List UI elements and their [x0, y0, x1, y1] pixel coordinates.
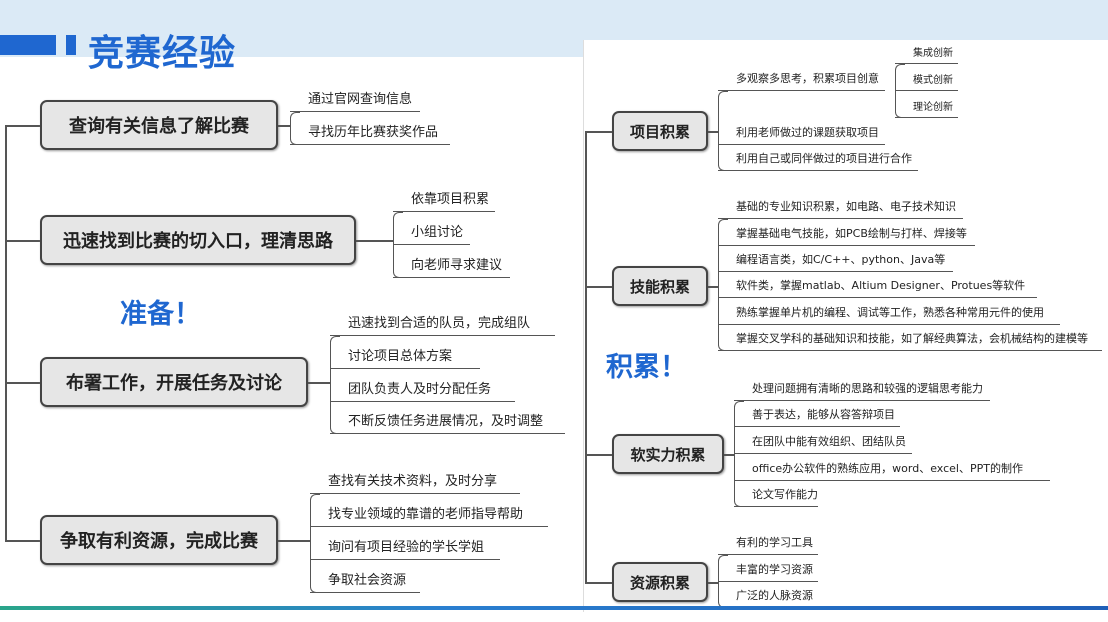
connector-line — [5, 540, 40, 542]
branch-label: 处理问题拥有清晰的思路和较强的逻辑思考能力 — [752, 382, 983, 395]
branch-item: 论文写作能力 — [734, 485, 818, 507]
connector-line — [308, 382, 330, 384]
branch-label: 团队负责人及时分配任务 — [348, 382, 492, 397]
branch-label: 不断反馈任务进展情况，及时调整 — [348, 414, 544, 429]
branch-label: office办公软件的熟练应用，word、excel、PPT的制作 — [752, 462, 1023, 475]
branch-label: 利用自己或同伴做过的项目进行合作 — [736, 152, 912, 165]
connector-line — [5, 125, 40, 127]
branch-item: 集成创新 — [895, 42, 958, 64]
branch-label: 争取社会资源 — [328, 573, 407, 588]
branch-item: 通过官网查询信息 — [290, 90, 420, 112]
connector-line — [585, 131, 612, 133]
branch-label: 找专业领域的靠谱的老师指导帮助 — [328, 507, 524, 522]
title-accent-bar-small — [66, 35, 76, 55]
branch-label: 集成创新 — [913, 48, 953, 59]
branch-label: 讨论项目总体方案 — [348, 349, 453, 364]
branch-item: 广泛的人脉资源 — [718, 586, 818, 608]
branch-label: 熟练掌握单片机的编程、调试等工作，熟悉各种常用元件的使用 — [736, 306, 1044, 319]
branch-item: 询问有项目经验的学长学姐 — [310, 538, 500, 560]
branch-label: 丰富的学习资源 — [736, 563, 813, 576]
topic-node: 资源积累 — [612, 562, 708, 602]
branch-item: 争取社会资源 — [310, 571, 420, 593]
branch-item: 不断反馈任务进展情况，及时调整 — [330, 412, 565, 434]
topic-node: 迅速找到比赛的切入口，理清思路 — [40, 215, 356, 265]
topic-node: 争取有利资源，完成比赛 — [40, 515, 278, 565]
branch-label: 编程语言类，如C/C++、python、Java等 — [736, 253, 946, 266]
left-section-label: 准备！ — [120, 299, 201, 330]
branch-item: 查找有关技术资料，及时分享 — [310, 472, 520, 494]
connector-line — [356, 240, 393, 242]
branch-label: 寻找历年比赛获奖作品 — [308, 125, 439, 140]
branch-item: 基础的专业知识积累，如电路、电子技术知识 — [718, 197, 963, 219]
branch-label: 在团队中能有效组织、团结队员 — [752, 435, 906, 448]
branch-label: 理论创新 — [913, 102, 953, 113]
branch-label: 模式创新 — [913, 75, 953, 86]
branch-label: 软件类，掌握matlab、Altium Designer、Protues等软件 — [736, 279, 1026, 292]
branch-label: 多观察多思考，积累项目创意 — [736, 72, 879, 85]
branch-item: 找专业领域的靠谱的老师指导帮助 — [310, 505, 548, 527]
branch-item: 丰富的学习资源 — [718, 560, 818, 582]
topic-node: 项目积累 — [612, 111, 708, 151]
branch-label: 依靠项目积累 — [411, 192, 490, 207]
branch-item: 向老师寻求建议 — [393, 256, 510, 278]
branch-item: 小组讨论 — [393, 223, 470, 245]
branch-label: 询问有项目经验的学长学姐 — [328, 540, 485, 555]
connector-line — [278, 540, 310, 542]
bottom-stripe — [0, 606, 1108, 610]
branch-label: 基础的专业知识积累，如电路、电子技术知识 — [736, 200, 956, 213]
branch-item: 熟练掌握单片机的编程、调试等工作，熟悉各种常用元件的使用 — [718, 303, 1060, 325]
branch-label: 通过官网查询信息 — [308, 92, 413, 107]
topic-node: 技能积累 — [612, 266, 708, 306]
branch-item: 有利的学习工具 — [718, 533, 818, 555]
branch-item: 善于表达，能够从容答辩项目 — [734, 405, 900, 427]
connector-line — [5, 382, 40, 384]
connector-line — [585, 582, 612, 584]
branch-item: 编程语言类，如C/C++、python、Java等 — [718, 250, 953, 272]
branch-label: 掌握基础电气技能，如PCB绘制与打样、焊接等 — [736, 227, 967, 240]
branch-item: 模式创新 — [895, 69, 958, 91]
branch-item: 掌握交叉学科的基础知识和技能，如了解经典算法，会机械结构的建模等 — [718, 329, 1102, 351]
connector-line — [708, 582, 718, 584]
branch-item: 理论创新 — [895, 96, 958, 118]
topic-node: 布署工作，开展任务及讨论 — [40, 357, 308, 407]
branch-item: 利用老师做过的课题获取项目 — [718, 123, 885, 145]
branch-item: 团队负责人及时分配任务 — [330, 380, 515, 402]
title-accent-bar — [0, 35, 56, 55]
topic-node: 查询有关信息了解比赛 — [40, 100, 278, 150]
branch-item: 处理问题拥有清晰的思路和较强的逻辑思考能力 — [734, 379, 990, 401]
connector-line — [278, 125, 290, 127]
branch-label: 查找有关技术资料，及时分享 — [328, 474, 498, 489]
connector-line — [5, 240, 40, 242]
branch-item: office办公软件的熟练应用，word、excel、PPT的制作 — [734, 459, 1050, 481]
branch-label: 善于表达，能够从容答辩项目 — [752, 408, 895, 421]
connector-line — [708, 286, 718, 288]
branch-item: 在团队中能有效组织、团结队员 — [734, 432, 912, 454]
branch-label: 迅速找到合适的队员，完成组队 — [348, 316, 531, 331]
branch-item: 软件类，掌握matlab、Altium Designer、Protues等软件 — [718, 276, 1037, 298]
branch-item: 寻找历年比赛获奖作品 — [290, 123, 450, 145]
page-title: 竞赛经验 — [88, 33, 237, 74]
trunk-line — [5, 125, 7, 540]
branch-item: 掌握基础电气技能，如PCB绘制与打样、焊接等 — [718, 224, 975, 246]
branch-item: 讨论项目总体方案 — [330, 347, 480, 369]
branch-label: 向老师寻求建议 — [411, 258, 503, 273]
connector-line — [724, 454, 734, 456]
topic-node: 软实力积累 — [612, 434, 724, 474]
branch-item: 依靠项目积累 — [393, 190, 495, 212]
branch-label: 利用老师做过的课题获取项目 — [736, 126, 879, 139]
branch-label: 论文写作能力 — [752, 488, 818, 501]
branch-label: 广泛的人脉资源 — [736, 589, 813, 602]
branch-item: 利用自己或同伴做过的项目进行合作 — [718, 149, 918, 171]
branch-label: 有利的学习工具 — [736, 536, 813, 549]
connector-line — [708, 131, 718, 133]
branch-label: 小组讨论 — [411, 225, 464, 240]
connector-line — [585, 454, 612, 456]
branch-item: 迅速找到合适的队员，完成组队 — [330, 314, 555, 336]
branch-label: 掌握交叉学科的基础知识和技能，如了解经典算法，会机械结构的建模等 — [736, 332, 1088, 345]
right-section-label: 积累！ — [606, 352, 687, 383]
connector-line — [585, 286, 612, 288]
trunk-line — [585, 131, 587, 582]
branch-item: 多观察多思考，积累项目创意 — [718, 69, 885, 91]
